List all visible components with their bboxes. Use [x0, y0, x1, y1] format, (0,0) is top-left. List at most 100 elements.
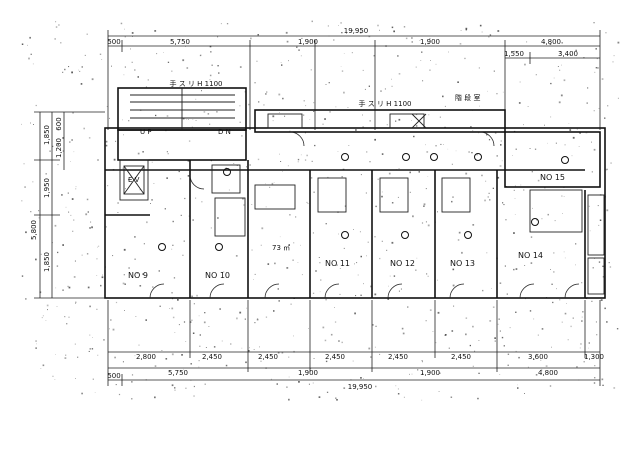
speckle: [380, 90, 382, 92]
speckle: [290, 303, 292, 305]
left-dim-c: 1,850: [43, 252, 51, 272]
speckle: [445, 334, 447, 336]
room-no-9: NO 9: [128, 271, 148, 280]
speckle: [195, 98, 197, 100]
speckle: [527, 366, 529, 368]
speckle: [147, 79, 149, 81]
speckle: [174, 389, 176, 391]
speckle: [112, 255, 114, 257]
speckle: [588, 347, 589, 349]
speckle: [439, 116, 441, 118]
speckle: [529, 148, 531, 149]
speckle: [62, 71, 64, 73]
speckle: [219, 308, 221, 310]
speckle: [265, 183, 266, 185]
speckle: [494, 132, 497, 134]
speckle: [561, 321, 563, 323]
speckle: [374, 346, 376, 348]
left-dim-d: 600: [55, 117, 63, 130]
speckle: [489, 199, 491, 201]
speckle: [370, 285, 372, 288]
speckle: [476, 154, 478, 156]
speckle: [535, 374, 538, 376]
speckle: [591, 171, 593, 173]
speckle: [311, 20, 313, 23]
speckle: [146, 221, 148, 224]
speckle: [540, 369, 543, 371]
speckle: [236, 317, 238, 320]
speckle: [356, 262, 358, 264]
speckle: [28, 57, 30, 60]
speckle: [220, 23, 222, 25]
speckle: [137, 76, 139, 78]
speckle: [602, 265, 604, 267]
speckle: [479, 24, 482, 27]
speckle: [172, 316, 175, 319]
speckle: [465, 172, 468, 175]
speckle: [258, 101, 260, 103]
speckle: [204, 383, 206, 385]
speckle: [328, 82, 330, 84]
speckle: [362, 126, 364, 128]
speckle: [109, 117, 110, 119]
speckle: [310, 177, 313, 179]
speckle: [506, 293, 508, 295]
speckle: [364, 88, 366, 90]
speckle: [100, 284, 102, 287]
speckle: [200, 54, 202, 56]
speckle: [499, 374, 501, 375]
speckle: [432, 331, 434, 332]
speckle: [134, 258, 136, 260]
speckle: [606, 168, 608, 170]
speckle: [398, 73, 401, 75]
speckle: [113, 158, 116, 161]
speckle: [301, 37, 303, 39]
speckle: [550, 82, 552, 85]
ev-label: E V: [128, 176, 140, 184]
speckle: [208, 326, 210, 327]
speckle: [559, 51, 562, 53]
speckle: [593, 22, 595, 24]
speckle: [595, 67, 598, 69]
speckle: [402, 332, 405, 335]
speckle: [322, 326, 325, 329]
speckle: [203, 111, 206, 113]
speckle: [544, 187, 546, 189]
speckle: [55, 354, 56, 355]
speckle: [203, 321, 206, 324]
speckle: [438, 391, 440, 392]
speckle: [166, 151, 168, 153]
speckle: [374, 293, 377, 296]
speckle: [239, 105, 241, 107]
speckle: [189, 321, 192, 323]
speckle: [75, 378, 76, 379]
speckle: [587, 87, 589, 89]
speckle: [137, 152, 140, 155]
speckle: [309, 119, 311, 120]
speckle: [469, 344, 471, 347]
speckle: [425, 221, 427, 223]
speckle: [563, 79, 566, 82]
speckle: [91, 226, 93, 228]
speckle: [78, 69, 79, 71]
speckle: [38, 210, 40, 212]
speckle: [21, 200, 23, 202]
speckle: [257, 158, 260, 161]
speckle: [272, 115, 275, 118]
speckle: [541, 218, 543, 220]
speckle: [54, 224, 57, 227]
speckle: [563, 196, 565, 197]
room-no-11: NO 11: [325, 259, 350, 268]
speckle: [97, 159, 99, 161]
speckle: [398, 168, 400, 169]
speckle: [186, 119, 188, 120]
stair-down-label: D N: [218, 128, 231, 136]
speckle: [183, 321, 186, 323]
speckle: [415, 125, 418, 127]
speckle: [537, 334, 539, 336]
speckle: [305, 105, 307, 107]
speckle: [423, 205, 425, 207]
speckle: [56, 306, 58, 307]
speckle: [395, 385, 397, 387]
speckle: [161, 350, 163, 351]
